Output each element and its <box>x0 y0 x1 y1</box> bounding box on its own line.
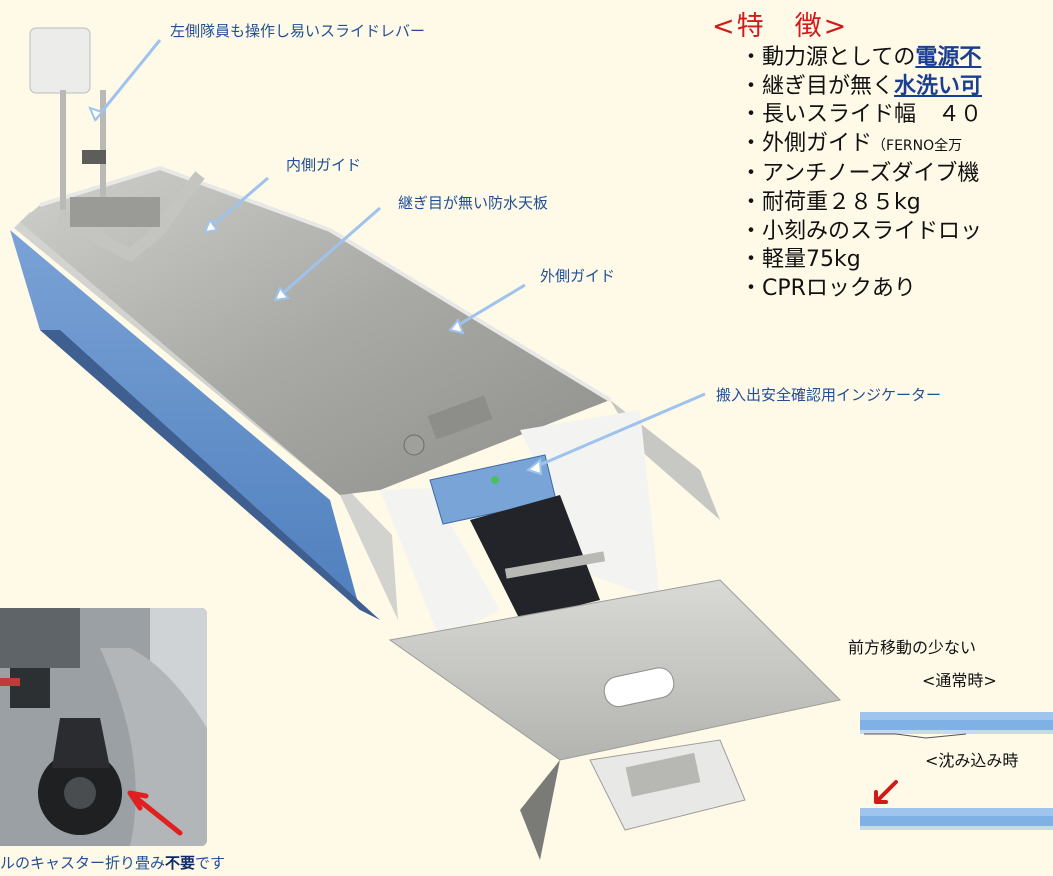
feature-item: ・小刻みのスライドロッ <box>740 218 983 244</box>
leader-indicator <box>527 392 706 472</box>
callout-indicator: 搬入出安全確認用インジケーター <box>716 386 942 404</box>
callout-seamless-top: 継ぎ目が無い防水天板 <box>398 194 549 212</box>
blue-side-panel <box>10 230 360 610</box>
headrest-pad <box>29 27 91 94</box>
feature-item: ・外側ガイド（FERNO全万 <box>740 130 963 156</box>
features-title: <特 徴> <box>712 11 849 42</box>
dark-underside <box>40 330 380 620</box>
anti-dive-heading: 前方移動の少ない <box>848 638 977 657</box>
normal-state-label: <通常時> <box>922 671 997 690</box>
normal-state-diagram <box>860 712 1053 739</box>
feature-item: ・アンチノーズダイブ機 <box>740 161 980 187</box>
caster-inset-photo <box>0 608 207 846</box>
side-wall <box>14 212 398 620</box>
feature-item: ・継ぎ目が無く水洗い可 <box>740 73 983 99</box>
callout-slide-lever: 左側隊員も操作し易いスライドレバー <box>170 22 426 40</box>
inner-guide <box>56 171 205 263</box>
leader-outer-guide <box>449 283 526 332</box>
feature-item: ・軽量75kg <box>740 247 861 273</box>
feature-item: ・CPRロックあり <box>740 275 916 301</box>
leader-inner-guide <box>204 176 269 234</box>
callout-leaders <box>93 39 706 472</box>
ramp-handle-slot <box>603 667 675 708</box>
arrow-icon <box>525 457 543 476</box>
leader-seamless-top <box>274 206 381 302</box>
feature-item: ・耐荷重２８５kg <box>740 189 921 215</box>
sink-state-label: <沈み込み時 <box>925 751 1019 770</box>
feature-item: ・動力源としての電源不 <box>740 45 982 70</box>
arrow-icon <box>88 106 104 122</box>
white-end-left <box>380 488 500 640</box>
arrow-icon <box>448 318 465 335</box>
feature-item: ・長いスライド幅 ４０ <box>740 102 983 128</box>
red-arrow-icon <box>874 780 898 804</box>
indicator-light <box>491 476 499 484</box>
features-list: ・動力源としての電源不 ・継ぎ目が無く水洗い可 ・長いスライド幅 ４０ ・外側ガ… <box>740 44 982 303</box>
leader-slide-lever <box>93 39 162 121</box>
red-arrow-icon <box>127 790 183 836</box>
sink-state-diagram <box>860 780 1053 830</box>
loading-ramp <box>388 579 842 761</box>
callout-inner-guide: 内側ガイド <box>286 156 362 174</box>
roller-area <box>470 495 600 620</box>
arrow-icon <box>203 217 219 234</box>
arrow-icon <box>273 286 290 302</box>
callout-outer-guide: 外側ガイド <box>540 267 616 285</box>
caster-caption: ルのキャスター折り畳み不要です <box>0 854 226 872</box>
lock-mechanism <box>427 395 493 440</box>
